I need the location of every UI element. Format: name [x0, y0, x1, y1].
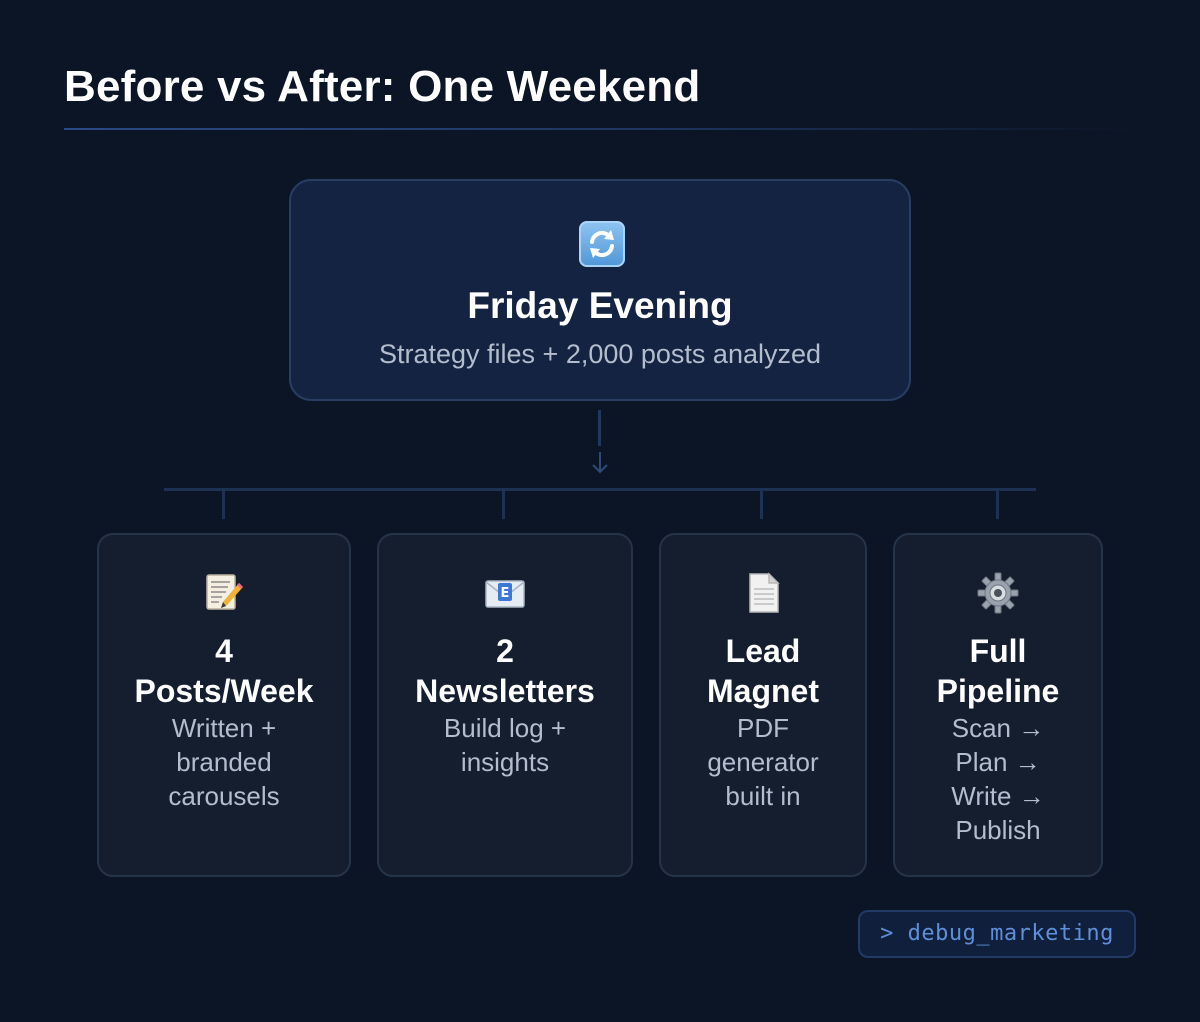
output-card-newsletters: E 2 Newsletters Build log + insights [377, 533, 633, 877]
output-card-posts: 4 Posts/Week Written + branded carousels [97, 533, 351, 877]
page-title: Before vs After: One Weekend [64, 62, 701, 111]
branch-tick [996, 490, 999, 519]
card-heading: Lead Magnet [707, 633, 819, 709]
connector-line [598, 410, 601, 446]
card-heading: 2 Newsletters [415, 633, 595, 709]
counterclockwise-arrows-icon [579, 221, 625, 267]
card-heading: 4 Posts/Week [134, 633, 314, 709]
card-description: PDF generator built in [707, 713, 819, 811]
output-card-pipeline: Full Pipeline Scan → Plan → Write → Publ… [893, 533, 1103, 877]
branch-line [164, 488, 1036, 491]
branch-tick [222, 490, 225, 519]
svg-text:E: E [501, 586, 510, 601]
e-mail-icon: E [485, 580, 525, 608]
card-description: Scan → Plan → Write → Publish [951, 713, 1045, 845]
title-underline [64, 128, 1134, 130]
page-facing-up-icon [749, 572, 780, 613]
gear-icon [977, 572, 1019, 614]
card-description: Written + branded carousels [168, 713, 280, 811]
memo-icon [206, 574, 243, 610]
output-card-lead-magnet: Lead Magnet PDF generator built in [659, 533, 867, 877]
arrow-down-icon [592, 452, 608, 474]
card-heading: Full Pipeline [936, 633, 1060, 709]
friday-evening-card: Friday Evening Strategy files + 2,000 po… [289, 179, 911, 401]
branch-tick [502, 490, 505, 519]
top-card-subtitle: Strategy files + 2,000 posts analyzed [378, 339, 822, 369]
card-description: Build log + insights [443, 713, 567, 777]
debug-marketing-badge: > debug_marketing [858, 910, 1136, 958]
top-card-title: Friday Evening [467, 285, 733, 326]
branch-tick [760, 490, 763, 519]
